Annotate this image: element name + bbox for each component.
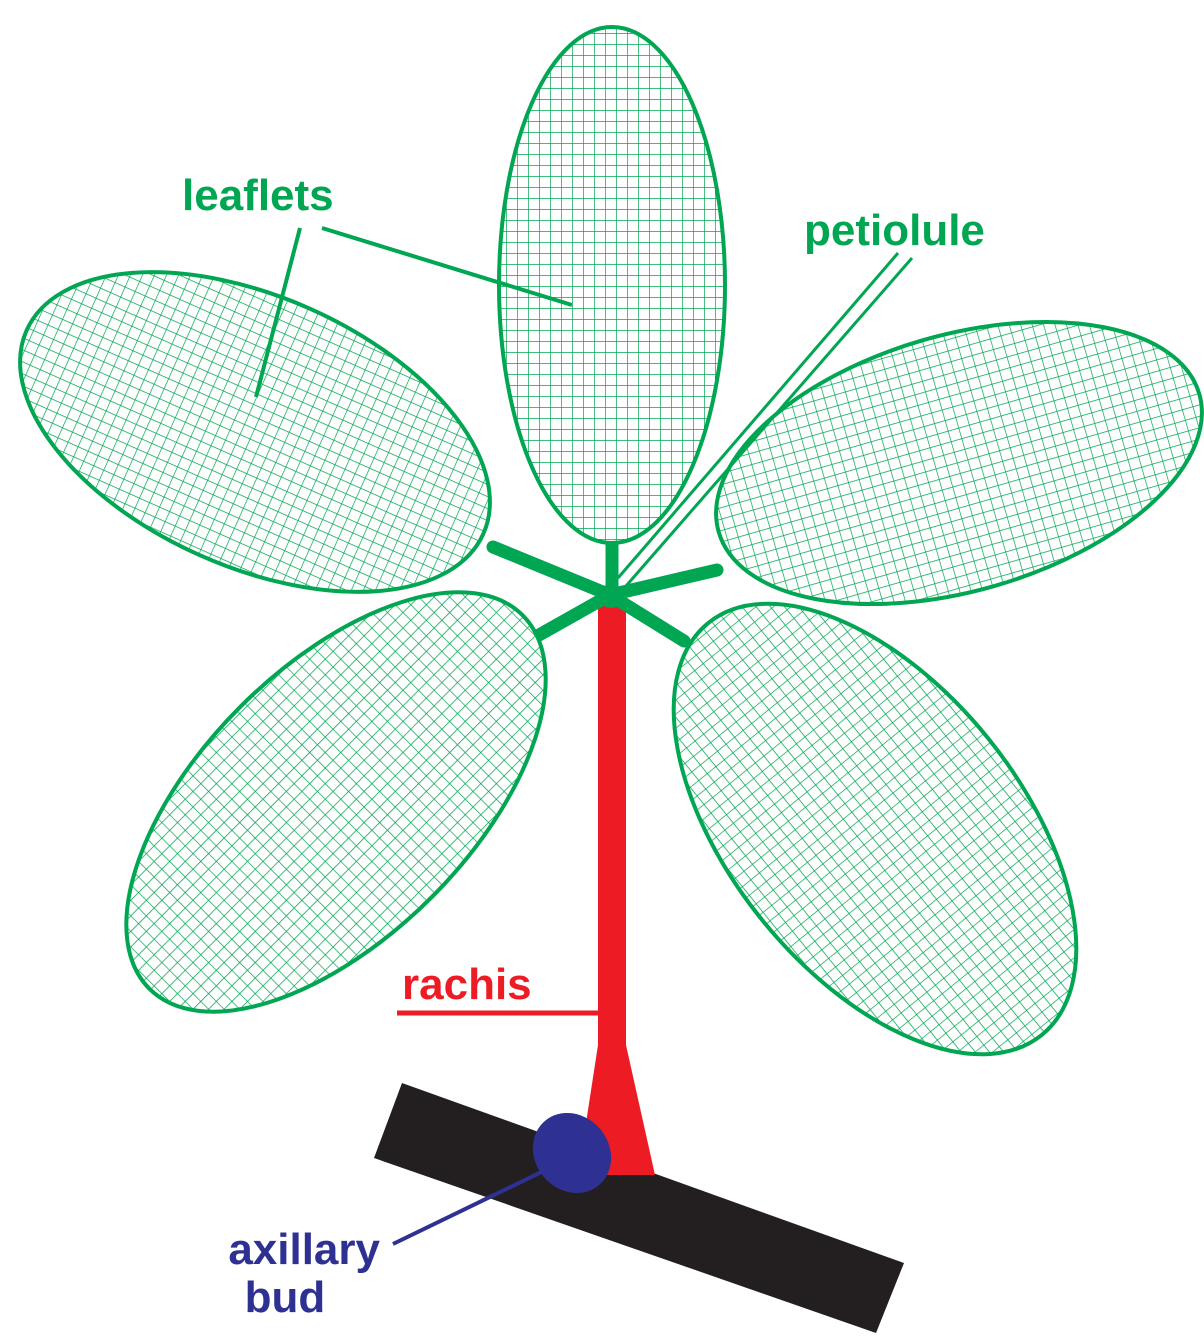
leaflet-lower-left (54, 520, 618, 1084)
leaflet-lower-right (596, 532, 1155, 1126)
leaflet-upper-right (683, 271, 1204, 655)
leaflets-label: leaflets (182, 171, 334, 220)
rachis-label: rachis (402, 960, 532, 1009)
leaf-hub (599, 584, 623, 608)
rachis-shape (578, 605, 655, 1175)
axillary-bud-label-line1: axillary (228, 1225, 380, 1274)
axillary-bud-label-line2: bud (245, 1273, 326, 1322)
leaflet-upper-left (0, 207, 538, 657)
petiolule-label: petiolule (804, 206, 985, 255)
leaflet-top (499, 27, 725, 543)
